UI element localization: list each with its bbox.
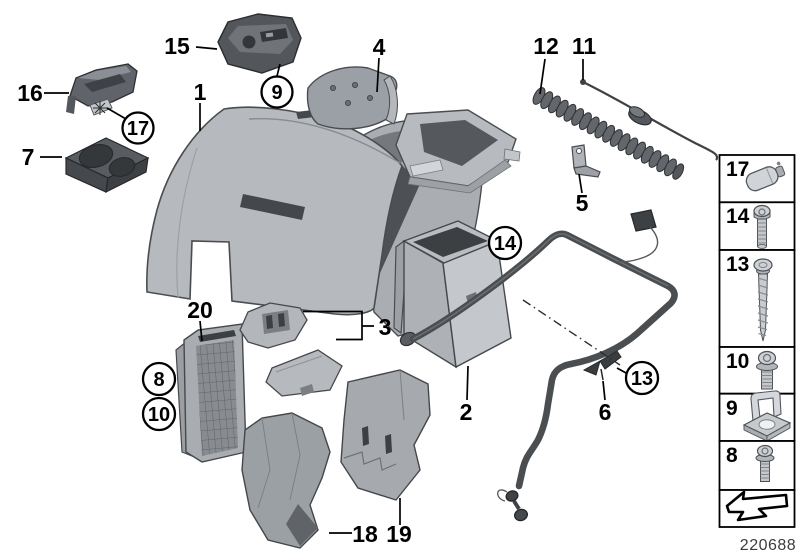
callout-3[interactable]: 3 [303,310,392,341]
callout-circled-10[interactable]: 10 [141,396,177,432]
legend-box-14: 14 [718,201,796,251]
callout-15-label[interactable]: 15 [164,33,190,59]
bracket-part-5 [571,144,601,178]
callout-5[interactable]: 5 [576,173,589,216]
callout-circled-8[interactable]: 8 [141,361,177,397]
legend-13-label: 13 [726,253,749,276]
corrugated-tube-part-12 [532,87,685,180]
legend-box-8: 8 [718,440,796,491]
cable-clip-part-6 [582,350,622,381]
callout-4-label[interactable]: 4 [373,34,386,60]
bowden-cable-part-11 [580,79,719,161]
callout-circled-9[interactable]: 9 [260,63,294,109]
callout-16[interactable]: 16 [17,80,69,106]
bulb-part-17 [89,98,113,116]
legend-box-9: 9 [718,390,796,442]
callout-18-label[interactable]: 18 [352,521,378,547]
wire-connector-box [617,209,659,263]
machine-screw-icon [753,204,771,249]
callout-2[interactable]: 2 [460,365,473,425]
callout-circled-14-label[interactable]: 14 [494,233,517,255]
legend-box-13: 13 [718,249,796,348]
callout-20-label[interactable]: 20 [187,297,213,323]
lamp-bracket-part-16 [66,63,138,114]
switch-panel-part-15 [217,13,302,74]
callout-15[interactable]: 15 [164,33,218,59]
callout-12-label[interactable]: 12 [533,33,559,59]
callout-2-label[interactable]: 2 [460,399,473,425]
flanged-torx-bolt-icon [756,350,778,390]
callout-1[interactable]: 1 [194,79,207,131]
legend-10-label: 10 [726,350,749,373]
callout-16-label[interactable]: 16 [17,80,43,106]
callout-11-label[interactable]: 11 [572,33,597,59]
alignment-dashdot-line [522,299,621,366]
tapping-screw-icon [753,258,773,342]
callout-7[interactable]: 7 [22,144,62,170]
legend-box-10: 10 [718,346,796,395]
callout-11[interactable]: 11 [572,33,597,80]
bulb-icon [745,161,786,192]
flanged-torx-bolt-icon [755,444,775,482]
callout-circled-14[interactable]: 14 [487,225,523,261]
callout-circled-10-label[interactable]: 10 [148,404,170,426]
legend-14-label: 14 [726,205,750,228]
callout-18[interactable]: 18 [329,521,378,547]
direction-arrow-icon [725,490,789,522]
callout-circled-17[interactable]: 17 [106,107,155,145]
foam-insert-part-18 [241,412,331,549]
callout-5-label[interactable]: 5 [576,190,589,216]
callout-7-label[interactable]: 7 [22,144,35,170]
legend-8-label: 8 [726,444,738,467]
cage-nut-icon [742,390,792,442]
cupholder-insert-part-7 [64,137,150,194]
callout-6-label[interactable]: 6 [599,399,612,425]
legend-9-label: 9 [726,397,738,420]
callout-6[interactable]: 6 [599,380,612,425]
callout-circled-13-label[interactable]: 13 [631,368,653,390]
mounting-bracket-part-4 [306,66,398,130]
callout-4[interactable]: 4 [373,34,386,93]
storage-tray-part [395,109,521,194]
callout-circled-17-label[interactable]: 17 [127,118,149,140]
legend-box-arrow [718,489,796,528]
callout-circled-13[interactable]: 13 [616,360,660,396]
console-housing-part-1 [146,106,403,316]
callout-20[interactable]: 20 [187,297,213,342]
harness-tube [409,230,678,522]
legend-box-17: 17 [718,154,796,204]
trim-pieces-part-3 [239,302,343,397]
callout-1-label[interactable]: 1 [194,79,207,105]
callout-circled-8-label[interactable]: 8 [153,369,164,391]
rear-panel-part-20 [175,323,247,463]
callout-19-label[interactable]: 19 [386,521,412,547]
callout-12[interactable]: 12 [533,33,559,95]
foam-insert-part-19 [340,369,431,501]
legend-17-label: 17 [726,158,749,181]
diagram-number: 220688 [740,537,796,554]
callout-3-label[interactable]: 3 [379,314,392,340]
callout-circled-9-label[interactable]: 9 [271,82,282,104]
callout-19[interactable]: 19 [386,498,412,547]
